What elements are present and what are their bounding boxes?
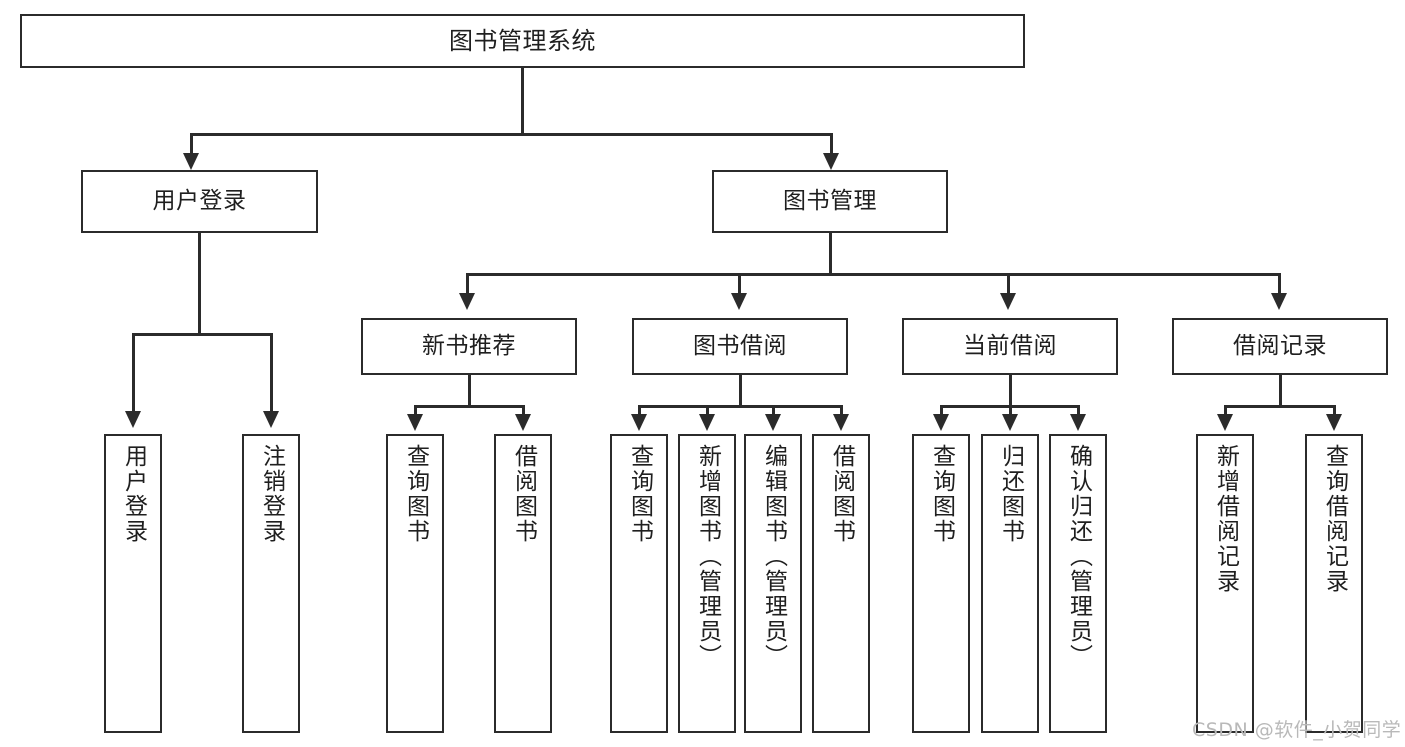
node-label: 用户登录	[120, 444, 147, 544]
connector-current-borrow-branch-3	[1077, 405, 1080, 417]
connector-user-login-branch-1	[132, 333, 135, 415]
node-user-login[interactable]: 用户登录	[81, 170, 318, 233]
node-label: 编辑图书（管理员）	[760, 444, 787, 669]
connector-current-borrow-branch-1	[940, 405, 943, 417]
arrowhead-icon	[765, 414, 781, 431]
connector-borrow-record-bus	[1224, 405, 1336, 408]
connector-borrow-record-stem	[1279, 375, 1282, 408]
connector-new-book-rec-stem	[468, 375, 471, 408]
arrowhead-icon	[933, 414, 949, 431]
arrowhead-icon	[699, 414, 715, 431]
node-label: 查询借阅记录	[1321, 444, 1348, 594]
arrowhead-icon	[515, 414, 531, 431]
arrowhead-icon	[263, 411, 279, 428]
connector-book-borrow-branch-3	[772, 405, 775, 417]
connector-book-borrow-branch-2	[706, 405, 709, 417]
connector-borrow-record-branch-2	[1333, 405, 1336, 417]
connector-book-borrow-branch-4	[840, 405, 843, 417]
connector-root-to-book-manage	[830, 133, 833, 157]
arrowhead-icon	[1271, 293, 1287, 310]
leaf-logout-login[interactable]: 注销登录	[242, 434, 300, 733]
connector-current-borrow-stem	[1009, 375, 1012, 408]
arrowhead-icon	[731, 293, 747, 310]
arrowhead-icon	[125, 411, 141, 428]
node-label: 查询图书	[626, 444, 653, 544]
connector-user-login-stem	[198, 233, 201, 336]
node-current-borrow[interactable]: 当前借阅	[902, 318, 1118, 375]
node-label: 查询图书	[402, 444, 429, 544]
node-label: 归还图书	[997, 444, 1024, 544]
connector-book-manage-branch-4	[1278, 273, 1281, 297]
connector-root-stem	[521, 68, 524, 135]
arrowhead-icon	[631, 414, 647, 431]
node-label: 借阅图书	[510, 444, 537, 544]
connector-book-manage-branch-2	[738, 273, 741, 297]
connector-current-borrow-branch-2	[1009, 405, 1012, 417]
leaf-query-book-2[interactable]: 查询图书	[610, 434, 668, 733]
arrowhead-icon	[823, 153, 839, 170]
node-label: 注销登录	[258, 444, 285, 544]
connector-new-book-rec-bus	[414, 405, 525, 408]
arrowhead-icon	[1326, 414, 1342, 431]
leaf-query-record[interactable]: 查询借阅记录	[1305, 434, 1363, 733]
node-label: 新书推荐	[422, 332, 516, 359]
arrowhead-icon	[1002, 414, 1018, 431]
leaf-borrow-book-1[interactable]: 借阅图书	[494, 434, 552, 733]
leaf-borrow-book-2[interactable]: 借阅图书	[812, 434, 870, 733]
leaf-user-login[interactable]: 用户登录	[104, 434, 162, 733]
node-root-system[interactable]: 图书管理系统	[20, 14, 1025, 68]
connector-book-borrow-branch-1	[638, 405, 641, 417]
connector-root-to-user-login	[190, 133, 193, 157]
node-book-borrow[interactable]: 图书借阅	[632, 318, 848, 375]
node-new-book-rec[interactable]: 新书推荐	[361, 318, 577, 375]
arrowhead-icon	[183, 153, 199, 170]
node-label: 图书管理	[783, 187, 877, 214]
node-label: 新增图书（管理员）	[694, 444, 721, 669]
node-borrow-record[interactable]: 借阅记录	[1172, 318, 1388, 375]
arrowhead-icon	[459, 293, 475, 310]
leaf-add-record[interactable]: 新增借阅记录	[1196, 434, 1254, 733]
node-label: 新增借阅记录	[1212, 444, 1239, 594]
connector-root-bus	[190, 133, 833, 136]
connector-user-login-branch-2	[270, 333, 273, 415]
connector-book-borrow-bus	[638, 405, 842, 408]
leaf-query-book-3[interactable]: 查询图书	[912, 434, 970, 733]
connector-book-manage-stem	[829, 233, 832, 276]
arrowhead-icon	[1000, 293, 1016, 310]
connector-book-manage-bus	[466, 273, 1281, 276]
leaf-add-book[interactable]: 新增图书（管理员）	[678, 434, 736, 733]
leaf-query-book-1[interactable]: 查询图书	[386, 434, 444, 733]
arrowhead-icon	[1070, 414, 1086, 431]
connector-new-book-rec-branch-2	[522, 405, 525, 417]
node-label: 借阅记录	[1233, 332, 1327, 359]
connector-book-manage-branch-3	[1007, 273, 1010, 297]
leaf-return-book[interactable]: 归还图书	[981, 434, 1039, 733]
arrowhead-icon	[1217, 414, 1233, 431]
node-label: 图书管理系统	[449, 26, 596, 55]
arrowhead-icon	[833, 414, 849, 431]
node-label: 确认归还（管理员）	[1065, 444, 1092, 669]
node-label: 借阅图书	[828, 444, 855, 544]
connector-user-login-bus	[132, 333, 273, 336]
arrowhead-icon	[407, 414, 423, 431]
leaf-edit-book[interactable]: 编辑图书（管理员）	[744, 434, 802, 733]
node-label: 用户登录	[152, 187, 247, 214]
connector-borrow-record-branch-1	[1224, 405, 1227, 417]
connector-book-borrow-stem	[739, 375, 742, 408]
node-label: 查询图书	[928, 444, 955, 544]
connector-new-book-rec-branch-1	[414, 405, 417, 417]
connector-book-manage-branch-1	[466, 273, 469, 297]
node-label: 图书借阅	[693, 332, 787, 359]
node-label: 当前借阅	[963, 332, 1057, 359]
leaf-confirm-return[interactable]: 确认归还（管理员）	[1049, 434, 1107, 733]
node-book-manage[interactable]: 图书管理	[712, 170, 948, 233]
